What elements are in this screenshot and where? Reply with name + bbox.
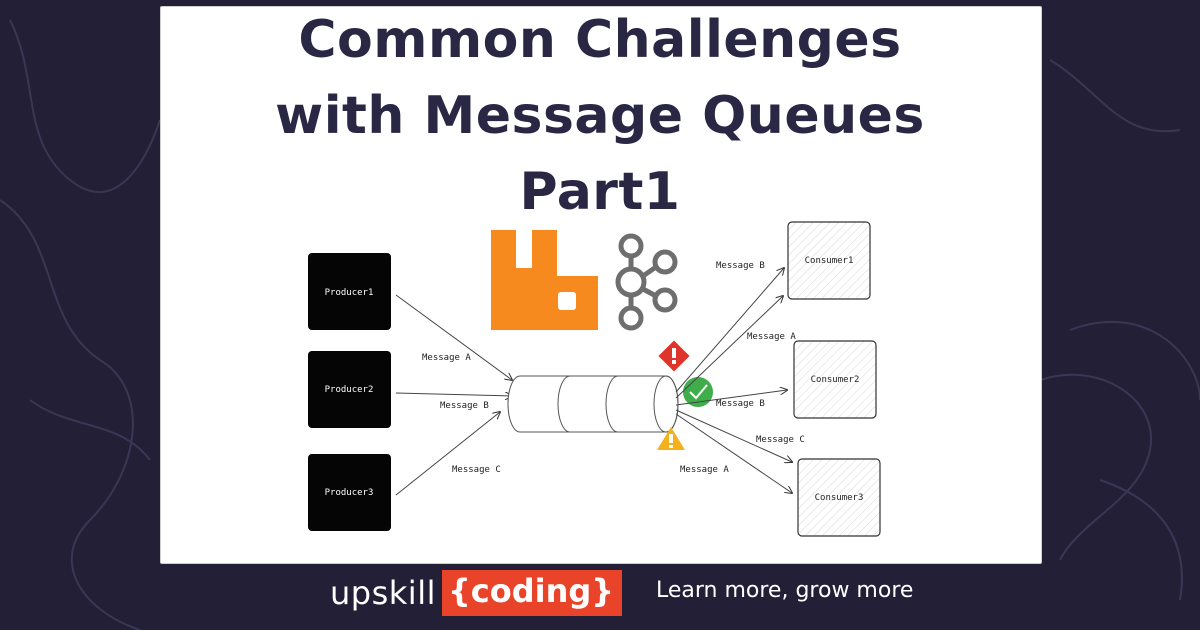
arrow-producer2 — [395, 393, 512, 396]
arrow-consumer3-top — [675, 409, 792, 462]
message-label-to-consumer3-top: Message C — [756, 435, 805, 445]
arrow-consumer1 — [675, 268, 784, 393]
message-label-a: Message A — [422, 353, 471, 363]
brand-left: upskill — [330, 574, 436, 612]
consumer-label-1: Consumer1 — [805, 256, 854, 266]
producer-box-3: Producer3 — [308, 454, 391, 531]
error-icon — [658, 340, 690, 372]
title-line-1: Common Challenges — [298, 10, 902, 70]
queue-cylinder — [507, 375, 679, 433]
producer-label-3: Producer3 — [325, 488, 374, 498]
message-label-to-consumer1: Message B — [716, 261, 765, 271]
producer-box-1: Producer1 — [308, 253, 391, 330]
message-label-b: Message B — [440, 401, 489, 411]
kafka-icon — [615, 233, 678, 331]
title-line-3: Part1 — [519, 162, 681, 222]
consumer-box-1: Consumer1 — [787, 221, 871, 300]
producer-box-2: Producer2 — [308, 351, 391, 428]
arrow-producer1 — [395, 294, 512, 380]
arrow-producer3 — [395, 412, 500, 496]
message-label-c: Message C — [452, 465, 501, 475]
producer-label-1: Producer1 — [325, 288, 374, 298]
rabbitmq-icon — [491, 230, 598, 330]
brand-right: {coding} — [441, 570, 623, 616]
warning-icon — [657, 427, 685, 450]
arrow-consumer2-top — [675, 296, 783, 399]
consumer-label-2: Consumer2 — [811, 375, 860, 385]
consumer-box-2: Consumer2 — [793, 340, 877, 419]
title-line-2: with Message Queues — [275, 86, 925, 146]
consumer-label-3: Consumer3 — [815, 493, 864, 503]
message-label-to-consumer3-bottom: Message A — [680, 465, 729, 475]
consumer-box-3: Consumer3 — [797, 458, 881, 537]
page-title: Common Challenges with Message Queues Pa… — [160, 2, 1040, 230]
message-label-to-consumer2-top: Message A — [747, 332, 796, 342]
brand-logo[interactable]: upskill {coding} — [330, 570, 623, 616]
diagram-card — [160, 6, 1042, 564]
arrow-consumer3-bottom — [675, 413, 792, 493]
arrow-consumer2-mid — [675, 390, 787, 406]
message-label-to-consumer2-mid: Message B — [716, 399, 765, 409]
tagline: Learn more, grow more — [656, 578, 914, 603]
producer-label-2: Producer2 — [325, 385, 374, 395]
